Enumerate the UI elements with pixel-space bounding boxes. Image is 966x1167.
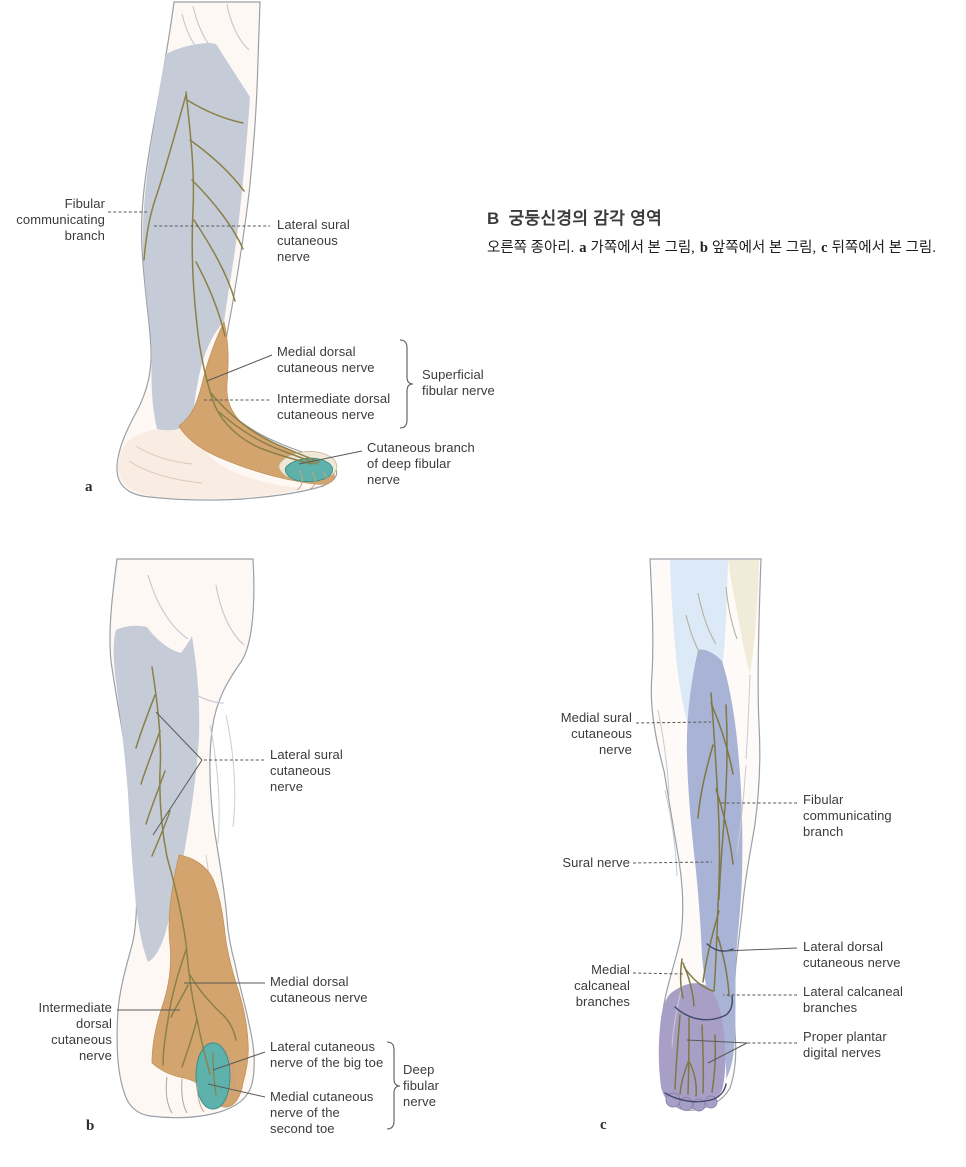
superficial-fibular-region-b <box>151 854 249 1108</box>
label-lateral-calcaneal-branches: Lateral calcaneal branches <box>803 984 903 1015</box>
label-cutaneous-branch-of-deep-fibular-nerve: Cutaneous branch of deep fibular nerve <box>367 440 475 487</box>
saphenous-strip-c <box>728 560 759 674</box>
label-lateral-dorsal-cutaneous-nerve: Lateral dorsal cutaneous nerve <box>803 939 901 970</box>
lateral-sural-region-a <box>142 43 250 431</box>
label-lateral-sural-cutaneous-nerve-a: Lateral sural cutaneous nerve <box>277 217 350 264</box>
label-fibular-communicating-branch-c: Fibular communicating branch <box>803 792 892 839</box>
label-sural-nerve: Sural nerve <box>562 855 630 870</box>
figure-letter-b: b <box>86 1118 95 1134</box>
label-medial-cutaneous-nerve-of-the-second-toe: Medial cutaneous nerve of the second toe <box>270 1089 374 1136</box>
label-lateral-cutaneous-nerve-of-the-big-toe: Lateral cutaneous nerve of the big toe <box>270 1039 384 1070</box>
toe-contour-lines-a <box>296 469 328 491</box>
label-medial-dorsal-cutaneous-nerve-a: Medial dorsal cutaneous nerve <box>277 344 375 375</box>
figure-c-illustration <box>649 558 762 1112</box>
skin-contour-lines-c <box>657 674 751 1048</box>
faint-nerve-twigs-c <box>685 586 738 656</box>
caption-heading: B 궁둥신경의 감각 영역 <box>487 204 965 229</box>
figure-letter-c: c <box>600 1117 607 1133</box>
label-lateral-sural-cutaneous-nerve-b: Lateral sural cutaneous nerve <box>270 747 343 794</box>
label-medial-sural-cutaneous-nerve: Medial sural cutaneous nerve <box>560 710 632 757</box>
nerve-branches-c <box>674 692 734 1097</box>
label-intermediate-dorsal-cutaneous-nerve-b: Intermediate dorsal cutaneous nerve <box>38 1000 112 1063</box>
caption-letter: B <box>487 209 500 228</box>
label-proper-plantar-digital-nerves: Proper plantar digital nerves <box>803 1029 887 1060</box>
figure-b-illustration <box>109 558 255 1119</box>
label-deep-fibular-nerve: Deep fibular nerve <box>403 1062 440 1109</box>
label-intermediate-dorsal-cutaneous-nerve-a: Intermediate dorsal cutaneous nerve <box>277 391 391 422</box>
label-fibular-communicating-branch-a: Fibular communicating branch <box>16 196 105 243</box>
label-medial-dorsal-cutaneous-nerve-b: Medial dorsal cutaneous nerve <box>270 974 368 1005</box>
figure-a-illustration <box>116 1 338 501</box>
label-superficial-fibular-nerve: Superficial fibular nerve <box>422 367 495 398</box>
heel-contour-lines <box>128 445 203 484</box>
label-medial-calcaneal-branches: Medial calcaneal branches <box>574 962 630 1009</box>
figure-letter-a: a <box>85 479 93 495</box>
heel-skin-region-a <box>117 424 305 500</box>
caption-title: 궁둥신경의 감각 영역 <box>508 209 663 228</box>
